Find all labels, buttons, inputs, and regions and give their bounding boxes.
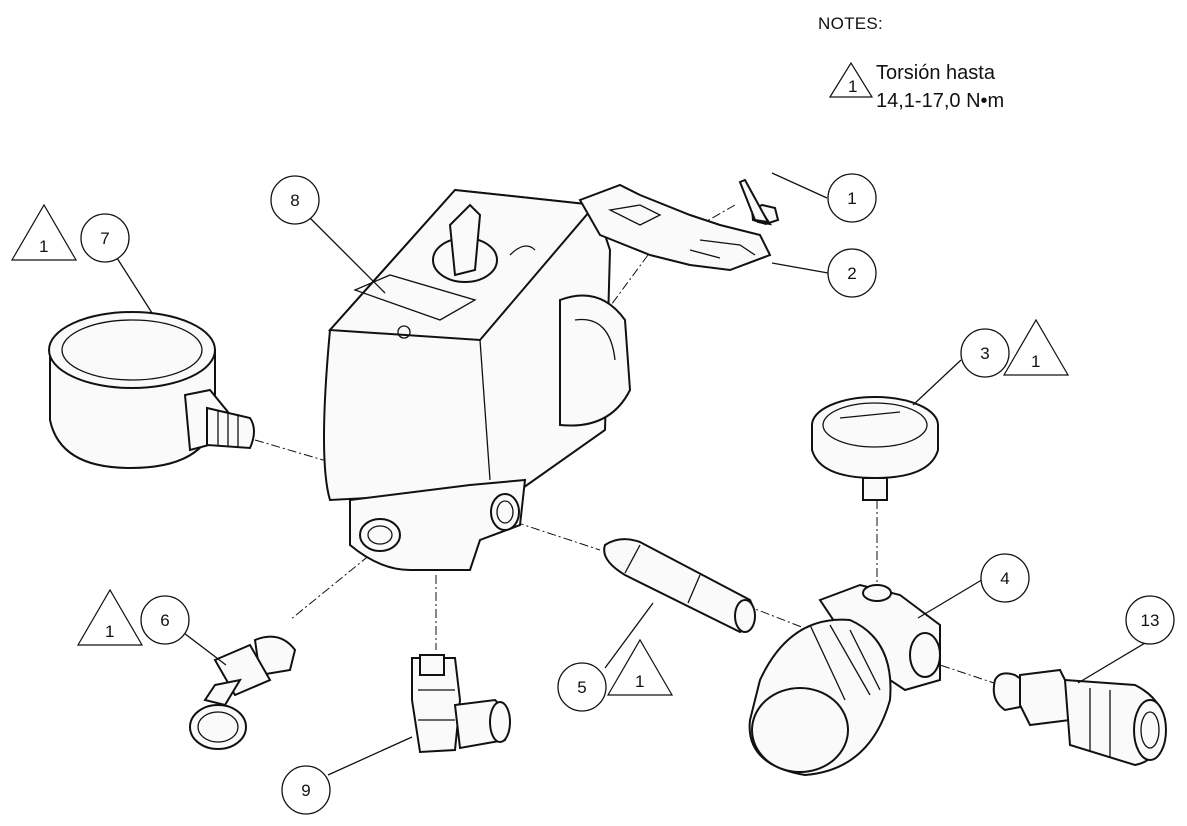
torque-flag-part-3-label: 1 [1031,352,1040,371]
part-2-bracket [578,183,772,272]
callout-4: 4 [980,553,1030,603]
torque-flag-part-6: 1 [76,588,144,646]
part-5-nipple [603,538,756,634]
part-8-pressure-switch [323,188,632,571]
callout-6-label: 6 [160,611,169,630]
callout-3-label: 3 [980,344,989,363]
callout-8-label: 8 [290,191,299,210]
part-9-drain-valve [411,654,511,754]
notes-title: NOTES: [818,14,884,33]
torque-flag-part-7: 1 [10,203,78,261]
callout-5: 5 [557,662,607,712]
note-text-line-1: Torsión hasta [876,62,995,84]
part-4-regulator [748,583,941,777]
torque-flag-part-6-label: 1 [105,622,114,641]
torque-flag-part-5: 1 [606,638,674,696]
callout-5-label: 5 [577,678,586,697]
torque-flag-part-7-label: 1 [39,237,48,256]
callout-2: 2 [827,248,877,298]
note-text-line-2: 14,1-17,0 N•m [876,90,1005,112]
callout-7: 7 [80,213,130,263]
callout-2-label: 2 [847,264,856,283]
callout-9-label: 9 [301,781,310,800]
callout-13-label: 13 [1141,611,1160,630]
callout-8: 8 [270,175,320,225]
callout-1: 1 [827,173,877,223]
part-13-quick-coupler [992,668,1167,767]
callout-9: 9 [281,765,331,815]
part-6-safety-valve [189,635,297,750]
callout-6: 6 [140,595,190,645]
callout-7-label: 7 [100,229,109,248]
torque-flag-part-3: 1 [1002,318,1070,376]
part-1-screw [738,178,780,226]
leader-lines [116,172,1146,776]
part-7-pressure-gauge [48,311,255,470]
torque-flag-part-5-label: 1 [635,672,644,691]
callout-13: 13 [1125,595,1175,645]
notes-flag-triangle: 1 [828,61,874,98]
callout-3: 3 [960,328,1010,378]
callout-1-label: 1 [847,189,856,208]
part-3-small-gauge [811,396,939,501]
notes-flag-number: 1 [848,77,857,96]
callout-4-label: 4 [1000,569,1009,588]
